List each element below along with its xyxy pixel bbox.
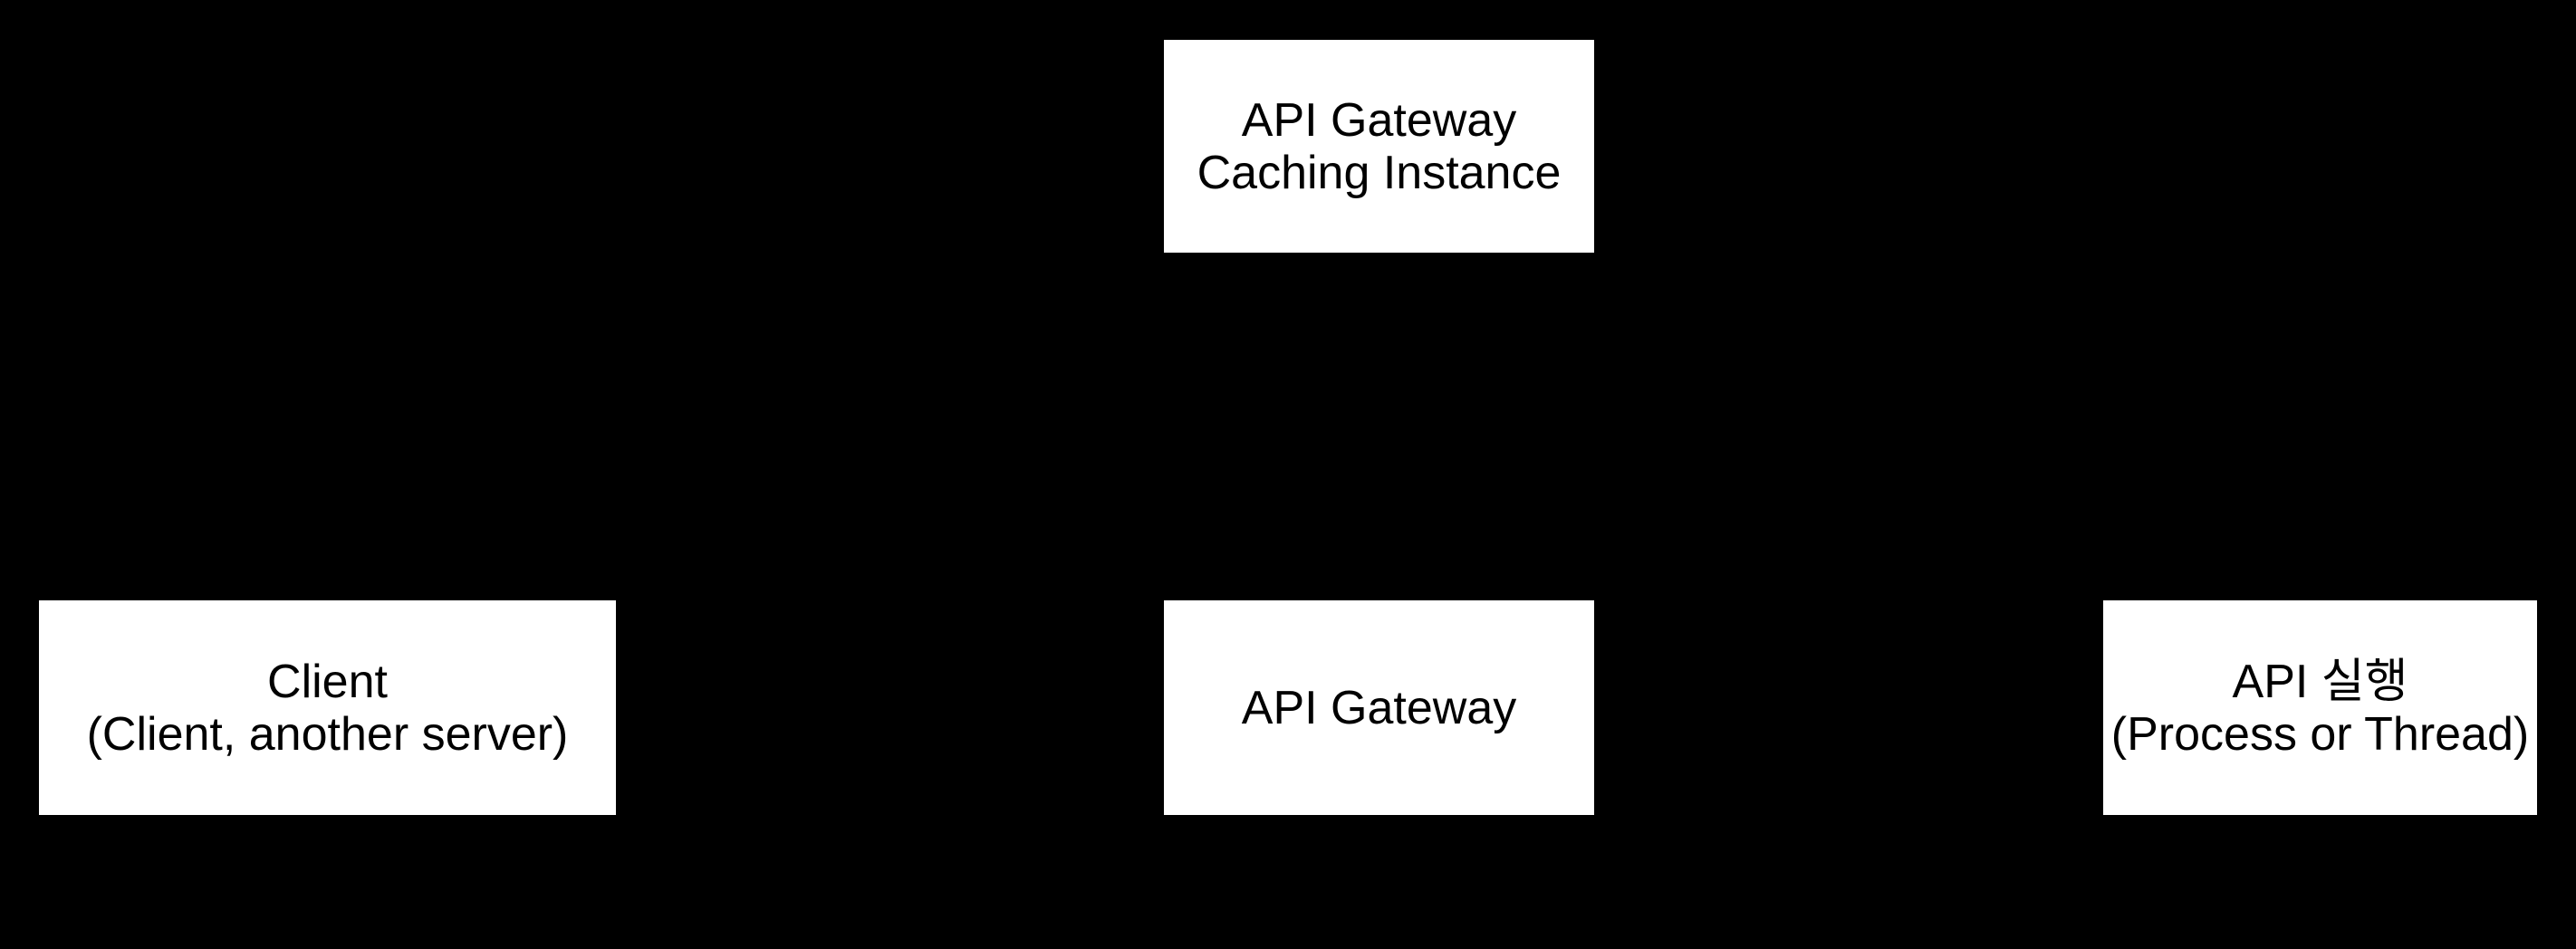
node-api-execution: API 실행 (Process or Thread): [2103, 600, 2537, 815]
node-label-line: (Client, another server): [86, 707, 569, 761]
node-label-line: API Gateway: [1241, 93, 1517, 147]
node-api-gateway: API Gateway: [1164, 600, 1594, 815]
node-api-gateway-caching-instance: API Gateway Caching Instance: [1164, 40, 1594, 253]
node-client: Client (Client, another server): [39, 600, 616, 815]
node-label-line: Caching Instance: [1197, 146, 1562, 199]
node-label-line: API 실행: [2232, 655, 2408, 708]
node-label-line: (Process or Thread): [2110, 707, 2530, 761]
node-label-line: Client: [267, 655, 388, 708]
node-label-line: API Gateway: [1241, 681, 1517, 734]
